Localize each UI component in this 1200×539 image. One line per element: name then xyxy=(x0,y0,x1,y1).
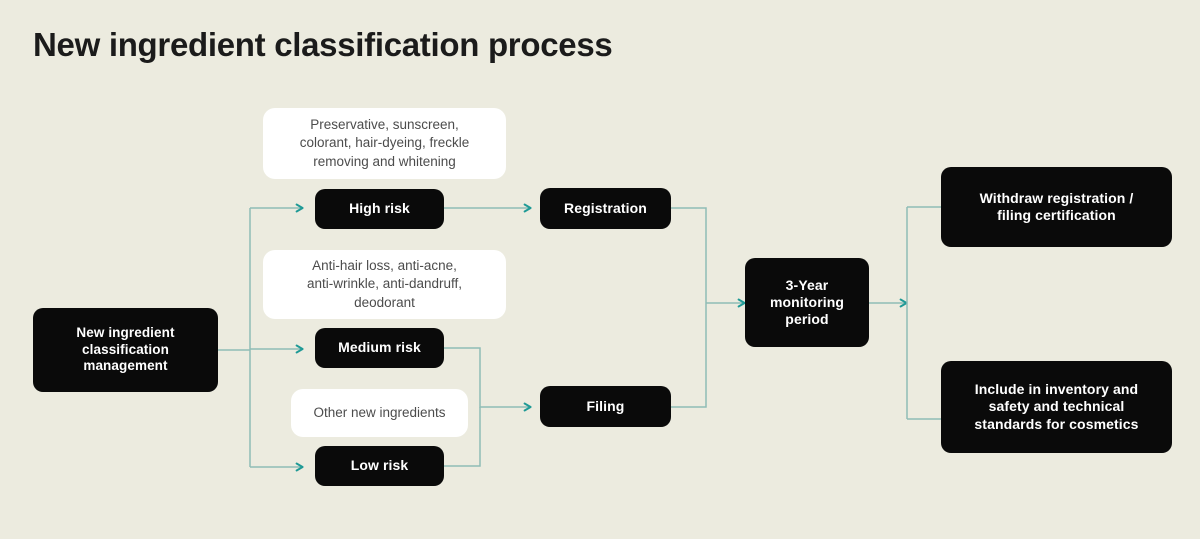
page-title: New ingredient classification process xyxy=(33,26,613,63)
node-include-inventory-label: Include in inventory and safety and tech… xyxy=(974,381,1139,432)
node-info-low-risk-label: Other new ingredients xyxy=(313,404,446,420)
node-start[interactable]: New ingredient classification management xyxy=(33,308,218,392)
node-info-low-risk[interactable]: Other new ingredients xyxy=(291,389,468,437)
node-medium-risk-label: Medium risk xyxy=(338,339,421,356)
node-medium-risk[interactable]: Medium risk xyxy=(315,328,444,368)
node-monitoring-period[interactable]: 3-Year monitoring period xyxy=(745,258,869,347)
node-low-risk[interactable]: Low risk xyxy=(315,446,444,486)
node-include-inventory[interactable]: Include in inventory and safety and tech… xyxy=(941,361,1172,453)
node-withdraw-registration-label: Withdraw registration / filing certifica… xyxy=(979,189,1134,223)
node-info-medium-risk-label: Anti-hair loss, anti-acne, anti-wrinkle,… xyxy=(306,257,463,310)
node-start-label: New ingredient classification management xyxy=(76,325,175,374)
node-high-risk[interactable]: High risk xyxy=(315,189,444,229)
node-info-high-risk[interactable]: Preservative, sunscreen, colorant, hair-… xyxy=(263,108,506,179)
node-registration-label: Registration xyxy=(564,199,647,216)
node-low-risk-label: Low risk xyxy=(350,457,409,474)
node-filing-label: Filing xyxy=(586,397,625,414)
edge-registration-filing-merge xyxy=(670,207,707,408)
node-filing[interactable]: Filing xyxy=(540,386,671,427)
node-info-medium-risk[interactable]: Anti-hair loss, anti-acne, anti-wrinkle,… xyxy=(263,250,506,319)
node-info-high-risk-label: Preservative, sunscreen, colorant, hair-… xyxy=(299,116,470,169)
node-monitoring-period-label: 3-Year monitoring period xyxy=(769,276,845,328)
node-registration[interactable]: Registration xyxy=(540,188,671,229)
node-high-risk-label: High risk xyxy=(349,200,410,217)
node-withdraw-registration[interactable]: Withdraw registration / filing certifica… xyxy=(941,167,1172,247)
